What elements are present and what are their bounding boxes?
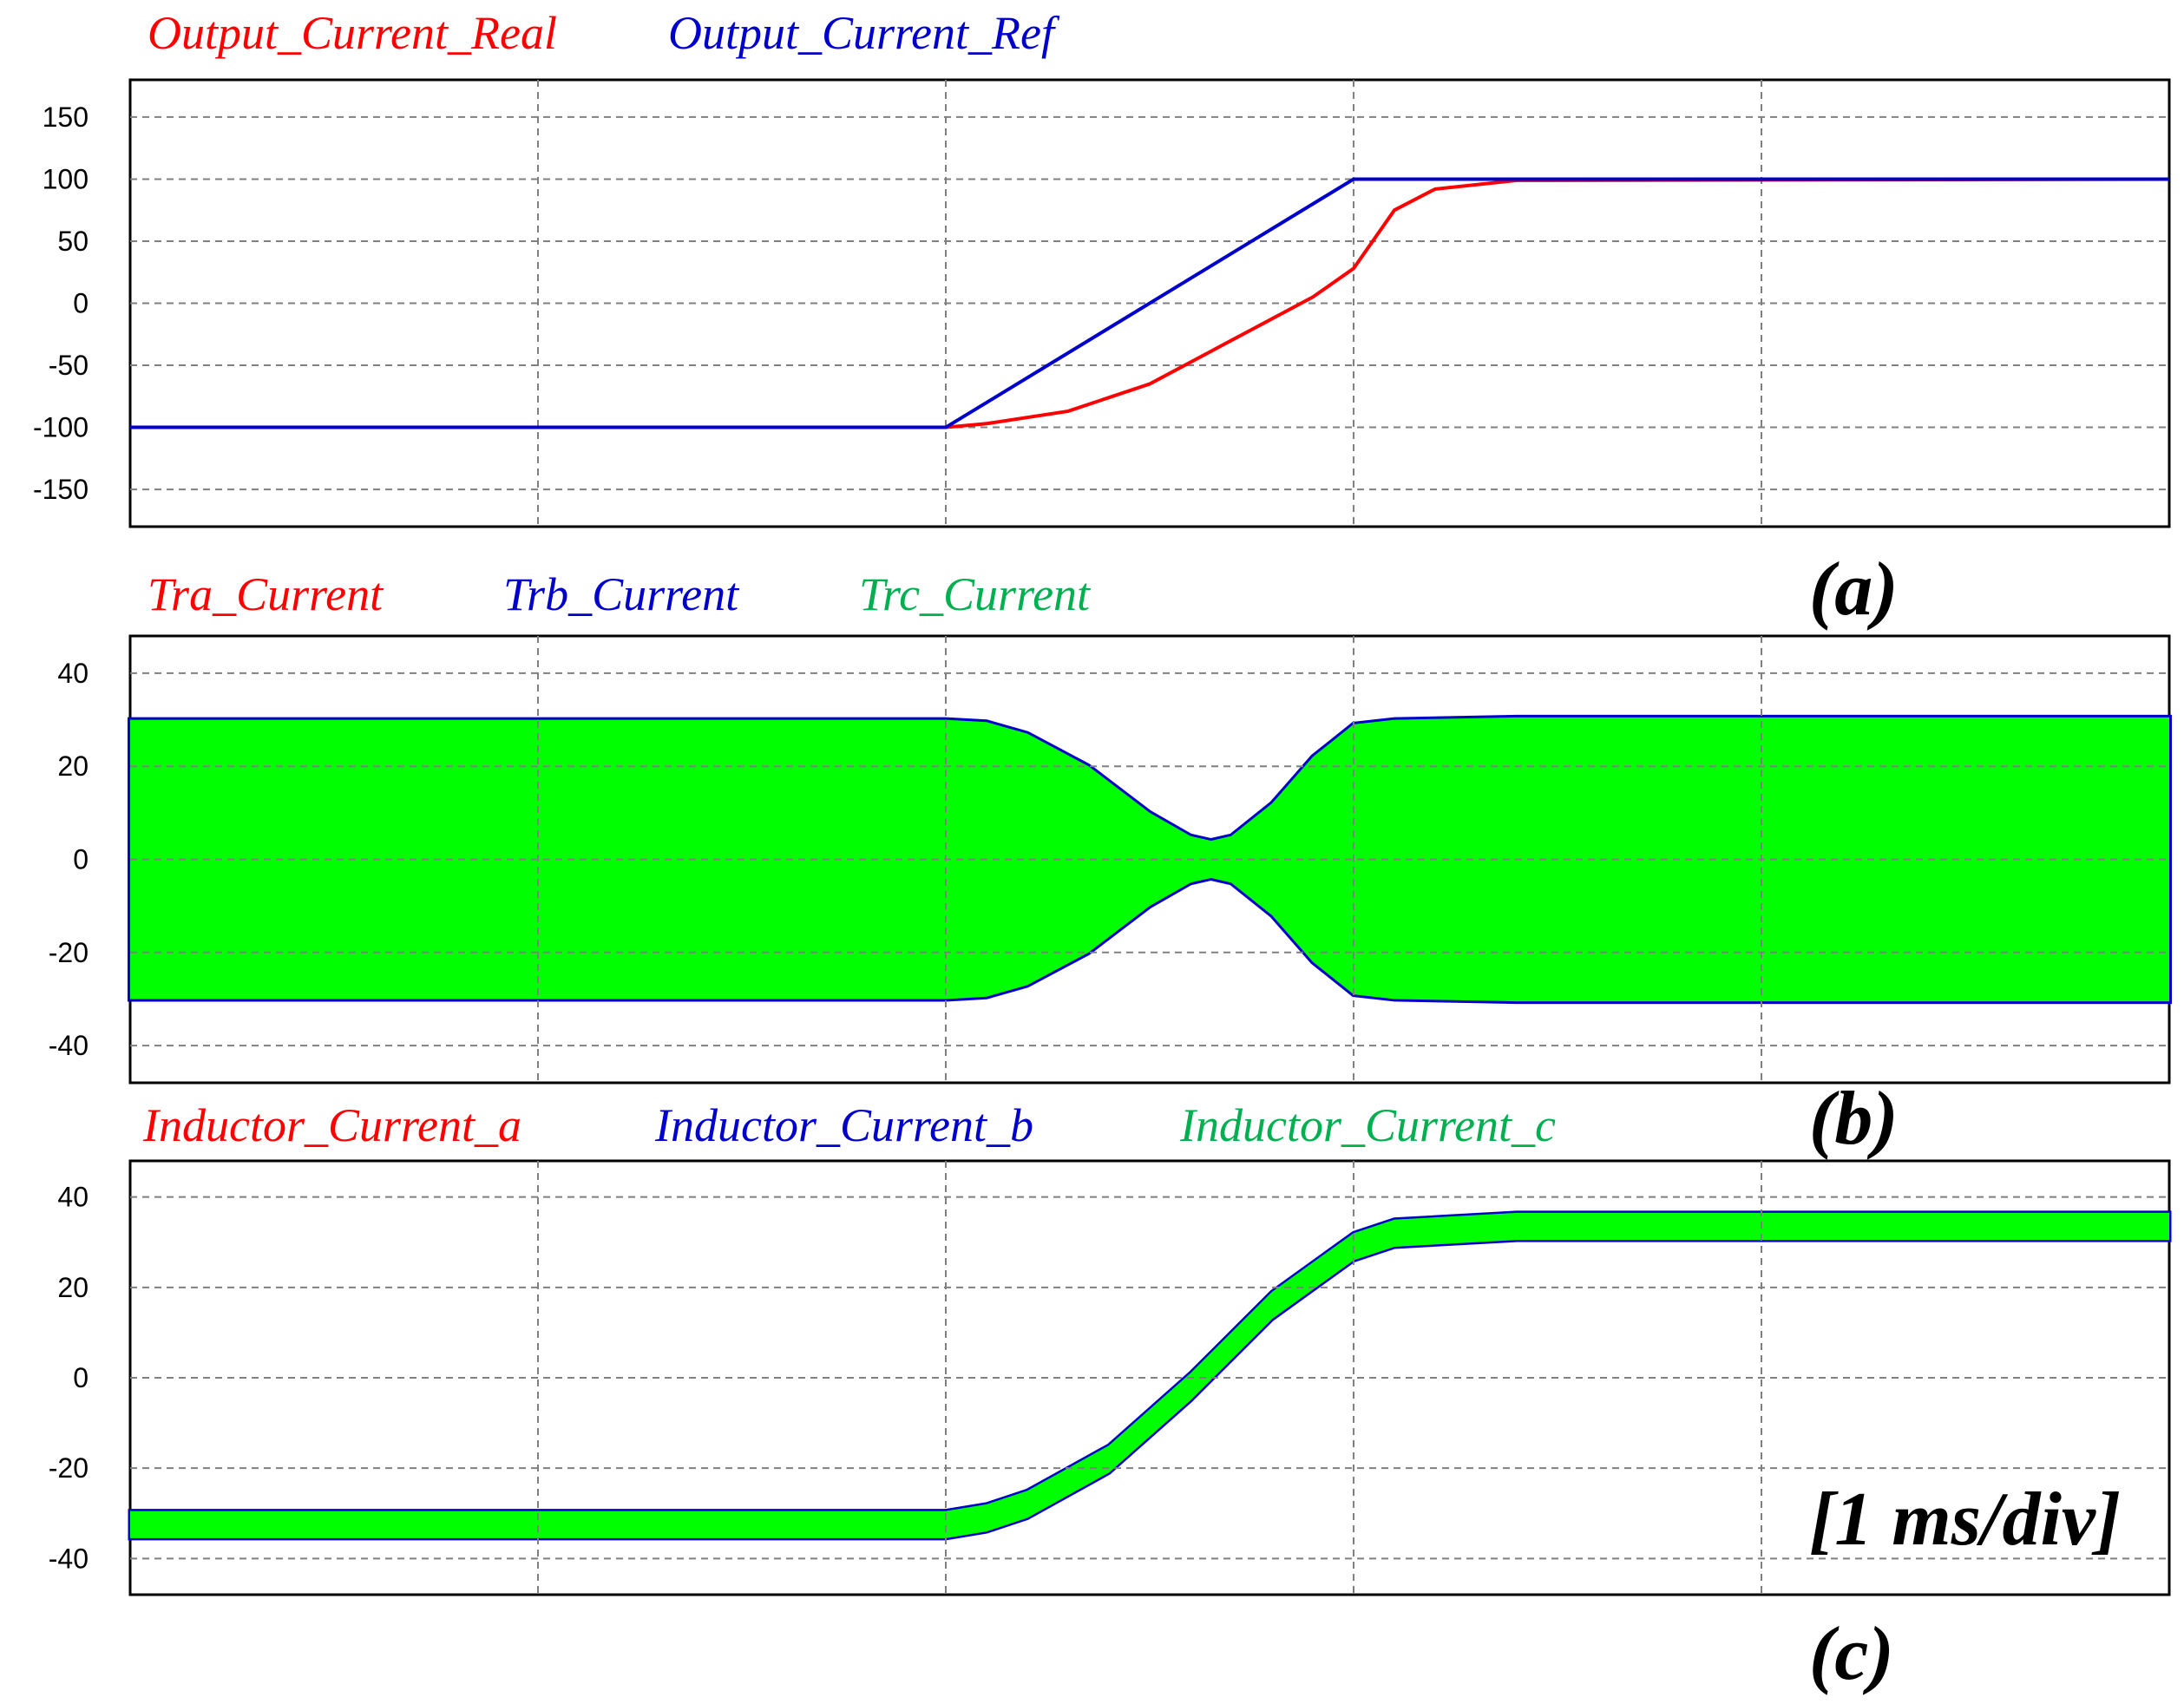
panel-a: Output_Current_Real Output_Current_Ref 1… <box>33 7 2171 632</box>
y-tick-label: -100 <box>33 412 89 443</box>
y-tick-label: -50 <box>49 350 89 381</box>
gridlines-b <box>130 636 2169 1083</box>
series-line-output-current-ref <box>130 177 2169 429</box>
series-line-output-current-real <box>130 177 2170 429</box>
y-tick-label: 150 <box>43 102 89 133</box>
y-tick-label: 20 <box>57 750 89 782</box>
gridlines-a <box>130 80 2169 527</box>
legend-inductor-current-b: Inductor_Current_b <box>654 1099 1033 1151</box>
panel-tag-c: (c) <box>1809 1612 1894 1696</box>
band-c <box>128 1210 2172 1541</box>
envelope-b <box>128 714 2172 1005</box>
legend-tra-current: Tra_Current <box>148 568 384 620</box>
y-tick-label: 20 <box>57 1272 89 1303</box>
legend-trc-current: Trc_Current <box>859 568 1092 620</box>
y-ticks-a: 150 100 50 0 -50 -100 -150 <box>33 102 89 505</box>
series-lines-a <box>130 177 2170 429</box>
scale-note: [1 ms/div] <box>1809 1478 2121 1562</box>
panel-b: Tra_Current Trb_Current Trc_Current 40 20… <box>49 568 2172 1161</box>
y-tick-label: -40 <box>49 1030 89 1061</box>
legend-output-current-real: Output_Current_Real <box>148 7 557 59</box>
legend-output-current-ref: Output_Current_Ref <box>668 7 1060 59</box>
y-tick-label: -20 <box>49 937 89 968</box>
y-ticks-c: 40 20 0 -20 -40 <box>49 1182 89 1575</box>
y-tick-label: 0 <box>73 288 89 319</box>
envelope-body <box>130 717 2169 1002</box>
y-tick-label: 40 <box>57 658 89 689</box>
legend-inductor-current-a: Inductor_Current_a <box>142 1099 521 1151</box>
y-tick-label: 100 <box>43 163 89 194</box>
y-tick-label: 0 <box>73 1362 89 1393</box>
y-ticks-b: 40 20 0 -20 -40 <box>49 658 89 1061</box>
y-tick-label: 50 <box>57 226 89 257</box>
y-tick-label: 0 <box>73 844 89 875</box>
y-tick-label: -40 <box>49 1543 89 1574</box>
y-tick-label: 40 <box>57 1182 89 1213</box>
y-tick-label: -20 <box>49 1452 89 1484</box>
panel-tag-a: (a) <box>1809 547 1899 632</box>
panel-c: Inductor_Current_a Inductor_Current_b In… <box>49 1099 2172 1696</box>
y-tick-label: -150 <box>33 474 89 505</box>
legend-trb-current: Trb_Current <box>503 568 740 620</box>
panel-tag-b: (b) <box>1809 1077 1899 1161</box>
legend-inductor-current-c: Inductor_Current_c <box>1179 1099 1556 1151</box>
